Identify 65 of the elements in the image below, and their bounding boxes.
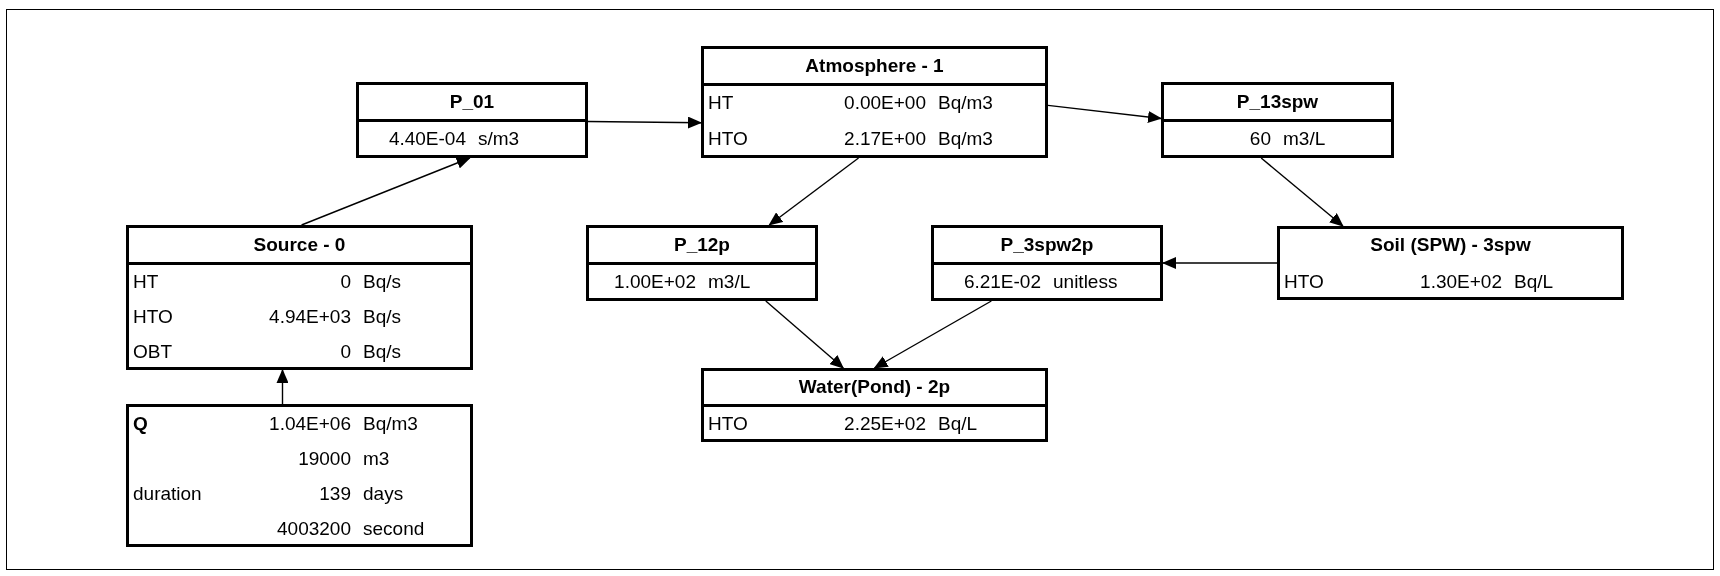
unit: m3 xyxy=(363,447,390,470)
arrow xyxy=(1260,157,1344,227)
row-label: HTO xyxy=(1284,270,1324,293)
parameter-box xyxy=(586,225,818,301)
value: 0 xyxy=(340,340,351,363)
value: 2.17E+00 xyxy=(844,128,926,150)
box-title: P_12p xyxy=(673,233,731,256)
box-title: P_01 xyxy=(448,90,496,113)
arrow xyxy=(1162,257,1278,269)
value: 0.00E+00 xyxy=(844,92,926,114)
value: 60 xyxy=(1249,128,1271,150)
value: 2.25E+02 xyxy=(844,412,926,435)
unit: Bq/s xyxy=(363,340,402,363)
row-label: HT xyxy=(133,270,159,293)
row-label: HTO xyxy=(708,128,748,150)
parameter-box xyxy=(1161,82,1394,158)
arrow xyxy=(587,116,702,129)
value: 1.00E+02 xyxy=(614,271,696,293)
unit: days xyxy=(363,482,404,505)
unit: second xyxy=(363,517,425,540)
value: 4.94E+03 xyxy=(269,305,351,328)
unit: unitless xyxy=(1053,271,1118,293)
compartment-box xyxy=(701,368,1048,442)
unit: Bq/s xyxy=(363,305,402,328)
box-title: Water(Pond) - 2p xyxy=(797,376,952,398)
row-label: OBT xyxy=(133,340,173,363)
row-label: HT xyxy=(708,92,734,114)
parameter-box xyxy=(931,225,1163,301)
unit: Bq/s xyxy=(363,270,402,293)
row-label: duration xyxy=(133,482,202,505)
arrow xyxy=(300,157,471,226)
arrow xyxy=(276,369,289,405)
value: 0 xyxy=(340,270,351,293)
unit: Bq/m3 xyxy=(938,92,993,114)
unit: s/m3 xyxy=(478,128,520,150)
arrow xyxy=(873,300,993,369)
value: 4.40E-04 xyxy=(388,128,466,150)
unit: Bq/m3 xyxy=(363,412,418,435)
value: 4003200 xyxy=(277,517,351,540)
arrow xyxy=(1047,104,1162,123)
parameter-box xyxy=(356,82,588,158)
unit: m3/L xyxy=(708,271,751,293)
row-label: Q xyxy=(133,412,148,435)
row-label: HTO xyxy=(708,412,748,435)
value: 139 xyxy=(319,482,351,505)
value: 6.21E-02 xyxy=(963,271,1041,293)
value: 1.30E+02 xyxy=(1420,270,1502,293)
box-title: Soil (SPW) - 3spw xyxy=(1369,234,1532,256)
value: 19000 xyxy=(298,447,351,470)
box-title: Atmosphere - 1 xyxy=(804,54,945,77)
unit: m3/L xyxy=(1283,128,1326,150)
box-title: P_13spw xyxy=(1235,90,1320,113)
compartment-box xyxy=(701,46,1048,158)
box-title: P_3spw2p xyxy=(999,233,1095,256)
compartment-box xyxy=(1277,226,1624,300)
unit: Bq/L xyxy=(938,412,978,435)
row-label: HTO xyxy=(133,305,173,328)
box-title: Source - 0 xyxy=(252,233,347,256)
input-box xyxy=(126,404,473,547)
arrow xyxy=(768,157,860,226)
unit: Bq/m3 xyxy=(938,128,993,150)
compartment-box xyxy=(126,225,473,370)
arrow xyxy=(765,300,845,369)
unit: Bq/L xyxy=(1514,270,1554,293)
value: 1.04E+06 xyxy=(269,412,351,435)
